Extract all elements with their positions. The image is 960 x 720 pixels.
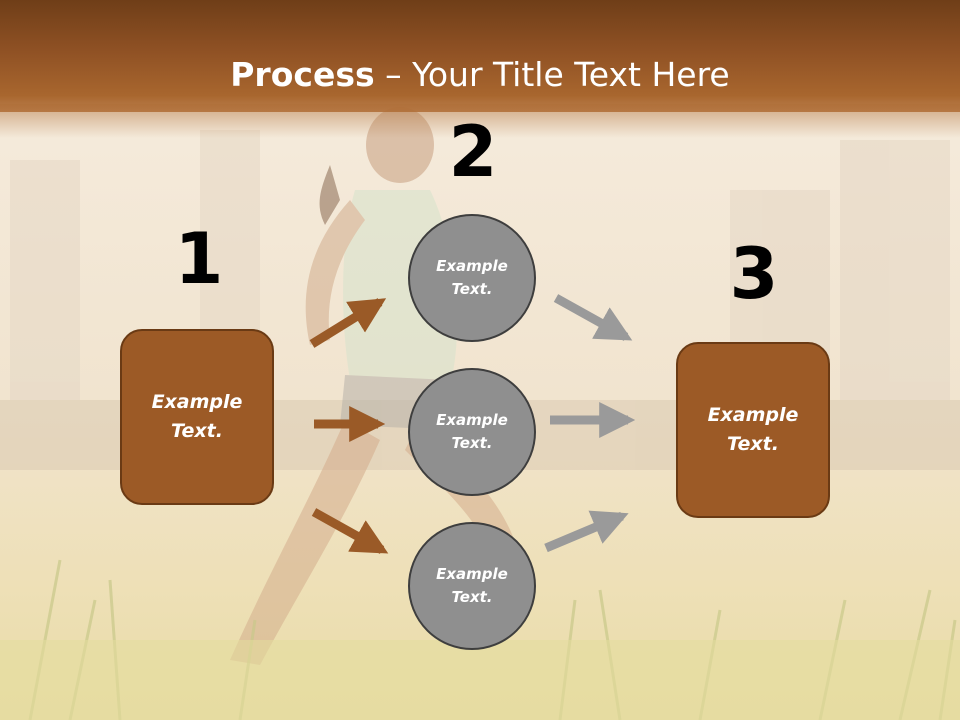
- circle-3-text: Example Text.: [436, 565, 508, 606]
- step-2-circle-3: Example Text.: [408, 522, 536, 650]
- step-number-3: 3: [729, 233, 779, 315]
- step-2-circle-2: Example Text.: [408, 368, 536, 496]
- step-number-2: 2: [448, 111, 498, 193]
- arrow-circle-3-to-3: [544, 510, 629, 553]
- step-3-text: Example Text.: [707, 404, 799, 455]
- arrow-circle-1-to-3: [553, 294, 633, 341]
- step-2-circle-1: Example Text.: [408, 214, 536, 342]
- slide-title: Process – Your Title Text Here: [0, 50, 960, 100]
- arrow-1-to-circle-3: [311, 508, 389, 554]
- circle-2-text: Example Text.: [436, 411, 508, 452]
- title-bold: Process: [230, 55, 375, 94]
- circle-1-text: Example Text.: [436, 257, 508, 298]
- step-3-box: Example Text.: [676, 342, 830, 518]
- arrow-1-to-circle-1: [309, 298, 387, 348]
- title-rest: – Your Title Text Here: [374, 55, 730, 94]
- header-fade: [0, 104, 960, 138]
- step-number-1: 1: [174, 218, 224, 300]
- step-1-box: Example Text.: [120, 329, 274, 505]
- header-band: [0, 0, 960, 112]
- step-1-text: Example Text.: [151, 391, 243, 442]
